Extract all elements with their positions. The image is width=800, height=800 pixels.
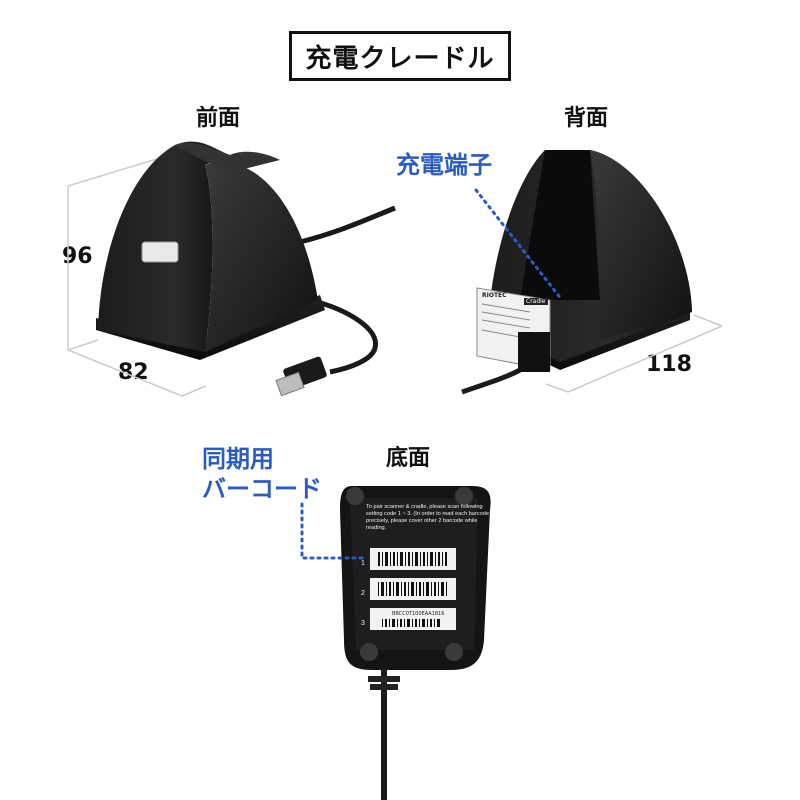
front-view-label: 前面 [196, 106, 241, 131]
barcode-number-1: 1 [361, 560, 365, 567]
page-title: 充電クレードル [289, 31, 511, 81]
back-view-label: 背面 [564, 106, 609, 131]
barcode3-text: BBCC0T100EAA1816 [392, 611, 445, 617]
back-label-tag: Cradle [524, 298, 548, 305]
charging-terminal-callout: 充電端子 [396, 151, 492, 179]
barcode-number-3: 3 [361, 620, 365, 627]
sync-barcode-callout-line1: 同期用 [202, 445, 274, 473]
width-dimension: 118 [646, 352, 692, 377]
back-cradle [461, 150, 723, 395]
bottom-view-label: 底面 [386, 446, 431, 471]
barcode-number-2: 2 [361, 590, 365, 597]
pairing-instructions: To pair scanner & cradle, please scan fo… [366, 504, 489, 531]
bottom-cradle [300, 486, 491, 800]
front-cradle [67, 141, 396, 397]
sync-barcode-callout-line2: バーコード [202, 475, 322, 503]
height-dimension: 96 [62, 244, 93, 269]
back-label-brand: RIOTEC [482, 292, 507, 299]
